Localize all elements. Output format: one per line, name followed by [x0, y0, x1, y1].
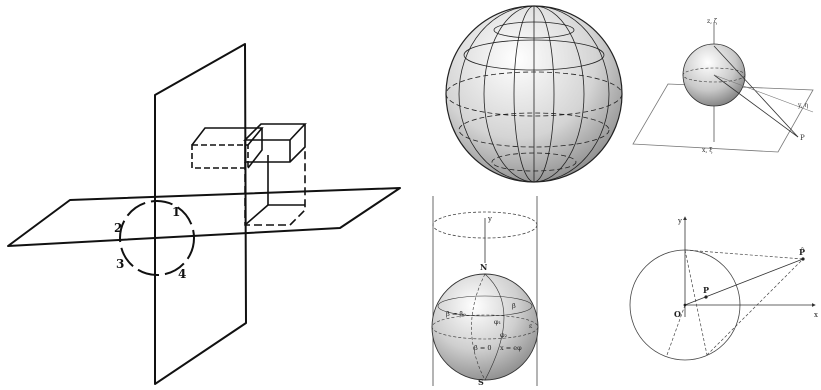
beta-label: β [512, 302, 516, 310]
axis-label-y: y, η [797, 102, 808, 109]
point-projection-diagram: y x O P P̂ [625, 205, 821, 386]
rotation-circle [119, 200, 195, 276]
right-box [243, 123, 307, 163]
cylinder-axis-y: y [487, 215, 492, 223]
cylinder-projection-diagram: y N S β = β₀ β φ₁ φ₂ β = 0 x = eφ ε [428, 188, 568, 387]
point-label-p: P [800, 134, 805, 142]
inner-sphere [431, 273, 539, 381]
origin-label: O [674, 309, 681, 319]
x-equals-label: x = eφ [500, 344, 522, 352]
planes-svg: 1 2 3 4 [7, 43, 401, 385]
sphere-grid [445, 5, 623, 183]
horizontal-plane [7, 187, 401, 247]
beta-constant-label: β = β₀ [446, 310, 466, 318]
equator-label: β = 0 [474, 344, 491, 352]
proj-y-label: y [677, 217, 682, 225]
tangent-plane [632, 83, 814, 153]
quadrant-label-4: 4 [178, 267, 186, 281]
axis-label-z: z, ζ [707, 18, 718, 25]
north-label: N [480, 262, 487, 272]
proj-x-label: x [814, 311, 818, 319]
quadrant-label-2: 2 [114, 221, 122, 235]
cylinder-outline [432, 196, 538, 386]
sphere-on-plane-diagram: z, ζ y, η x, ξ P [628, 12, 821, 162]
axis-label-x: x, ξ [702, 147, 713, 154]
phi1-label: φ₁ [494, 318, 502, 326]
lower-box [244, 150, 306, 226]
perpendicular-planes-diagram: 1 2 3 4 [7, 43, 401, 385]
south-label: S [478, 377, 484, 386]
wireframe-sphere [436, 0, 632, 186]
quadrant-label-3: 3 [116, 257, 124, 271]
phi2-label: φ₂ [500, 331, 508, 339]
inner-point-label: P [703, 285, 709, 295]
epsilon-label: ε [529, 322, 533, 330]
quadrant-label-1: 1 [172, 205, 180, 219]
vertical-plane [154, 43, 247, 385]
outer-point-label: P̂ [799, 247, 805, 257]
